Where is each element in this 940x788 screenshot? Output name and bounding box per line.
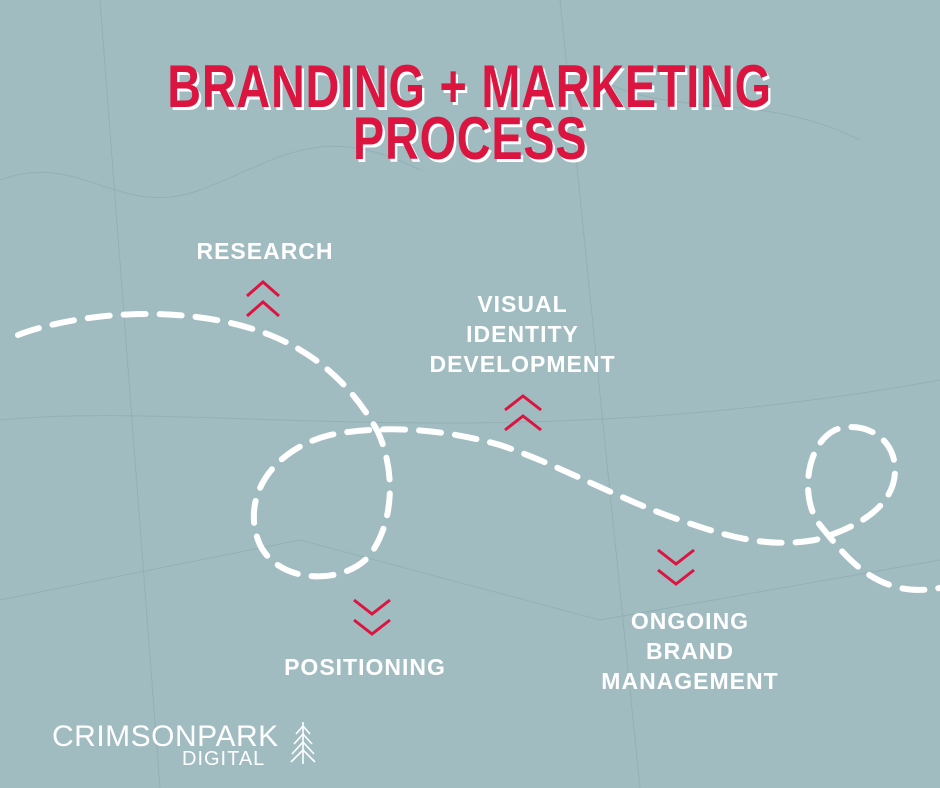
chevron-up-icon [504, 394, 542, 432]
step-research-label: RESEARCH [196, 238, 334, 264]
title-line-1: BRANDING + MARKETING [167, 53, 773, 120]
pine-tree-icon [290, 722, 316, 764]
label-line: MANAGEMENT [601, 668, 779, 694]
label-line: BRAND [645, 638, 735, 664]
step-ongoing-brand-management-label: ONGOING BRAND MANAGEMENT [590, 606, 790, 696]
chevron-up-icon [246, 280, 280, 318]
logo-sub: DIGITAL [182, 748, 266, 770]
label-line: DEVELOPMENT [429, 351, 616, 377]
label-line: VISUAL [477, 291, 568, 317]
step-visual-identity-label: VISUAL IDENTITY DEVELOPMENT [410, 289, 635, 379]
label-line: IDENTITY [466, 321, 579, 347]
step-positioning-label: POSITIONING [284, 654, 446, 680]
label-line: ONGOING [630, 608, 750, 634]
chevron-down-icon [657, 548, 695, 586]
chevron-down-icon [353, 598, 391, 636]
title-line-2: PROCESS [352, 105, 588, 172]
dashed-process-path [15, 311, 940, 593]
crimsonpark-logo: CRIMSONPARK DIGITAL [52, 720, 316, 770]
logo-name: CRIMSONPARK [52, 720, 279, 753]
